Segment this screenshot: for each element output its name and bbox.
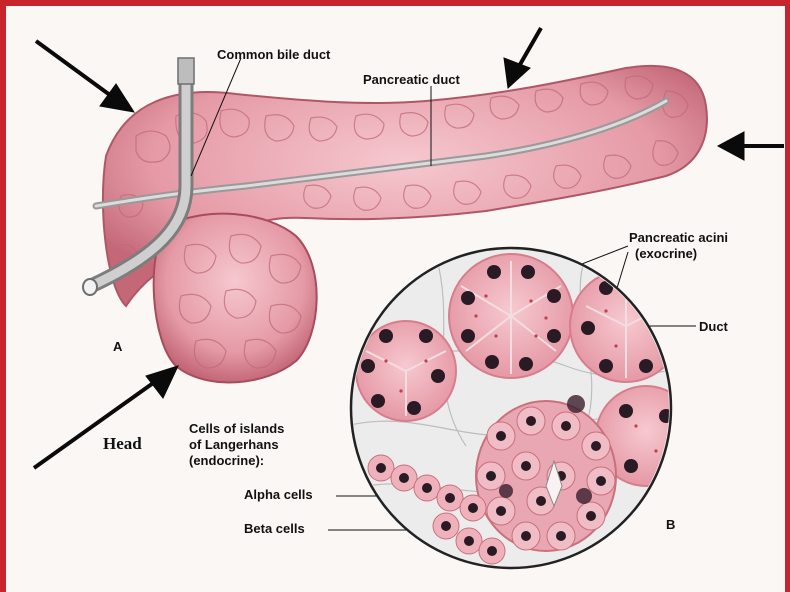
label-panel-b: B <box>666 517 675 533</box>
label-common-bile-duct: Common bile duct <box>217 47 330 63</box>
histology-inset <box>346 248 706 568</box>
label-islets-line2: of Langerhans <box>189 437 279 453</box>
label-alpha-cells: Alpha cells <box>244 487 313 503</box>
label-panel-a: A <box>113 339 122 355</box>
label-pancreatic-acini: Pancreatic acini <box>629 230 728 246</box>
label-islets-line1: Cells of islands <box>189 421 284 437</box>
label-beta-cells: Beta cells <box>244 521 305 537</box>
pancreas-illustration <box>6 6 785 592</box>
label-duct: Duct <box>699 319 728 335</box>
label-islets-line3: (endocrine): <box>189 453 264 469</box>
label-exocrine: (exocrine) <box>635 246 697 262</box>
label-pancreatic-duct: Pancreatic duct <box>363 72 460 88</box>
label-head: Head <box>103 436 142 452</box>
